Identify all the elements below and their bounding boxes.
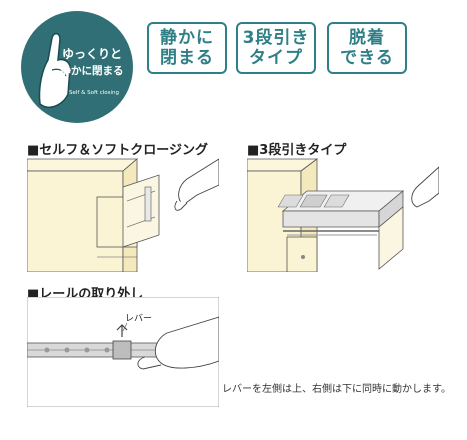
section-heading-self-soft-closing: ■セルフ＆ソフトクロージング <box>27 143 209 158</box>
rail-removal-illustration: レバー <box>27 297 219 407</box>
rail-bearings <box>44 347 110 353</box>
self-soft-closing-illustration <box>27 157 219 272</box>
hand-icon <box>137 316 219 370</box>
self-soft-closing-logo: ゆっくりと 静かに閉まる Self & Soft closing <box>21 11 133 123</box>
hand-icon <box>411 166 439 208</box>
feature-label: 脱着 できる <box>340 28 394 68</box>
hand-icon <box>38 32 71 108</box>
arrow-up-icon <box>116 324 128 337</box>
hand-icon <box>174 158 219 211</box>
feature-label: 3段引き タイプ <box>242 28 310 68</box>
feature-label: 静かに 閉まる <box>160 28 214 68</box>
lever-callout: レバー <box>125 313 152 324</box>
section-heading-three-stage: ■3段引きタイプ <box>247 143 347 158</box>
feature-three-stage-box: 3段引き タイプ <box>236 22 316 74</box>
feature-removable-box: 脱着 できる <box>327 22 407 74</box>
logo-line1: ゆっくりと <box>62 47 122 61</box>
three-stage-illustration <box>247 157 439 272</box>
logo-line2: 静かに閉まる <box>61 64 124 77</box>
feature-quiet-close-box: 静かに 閉まる <box>147 22 227 74</box>
rail-removal-note: レバーを左側は上、右側は下に同時に動かします。 <box>222 384 451 395</box>
logo-caption: Self & Soft closing <box>69 90 119 96</box>
